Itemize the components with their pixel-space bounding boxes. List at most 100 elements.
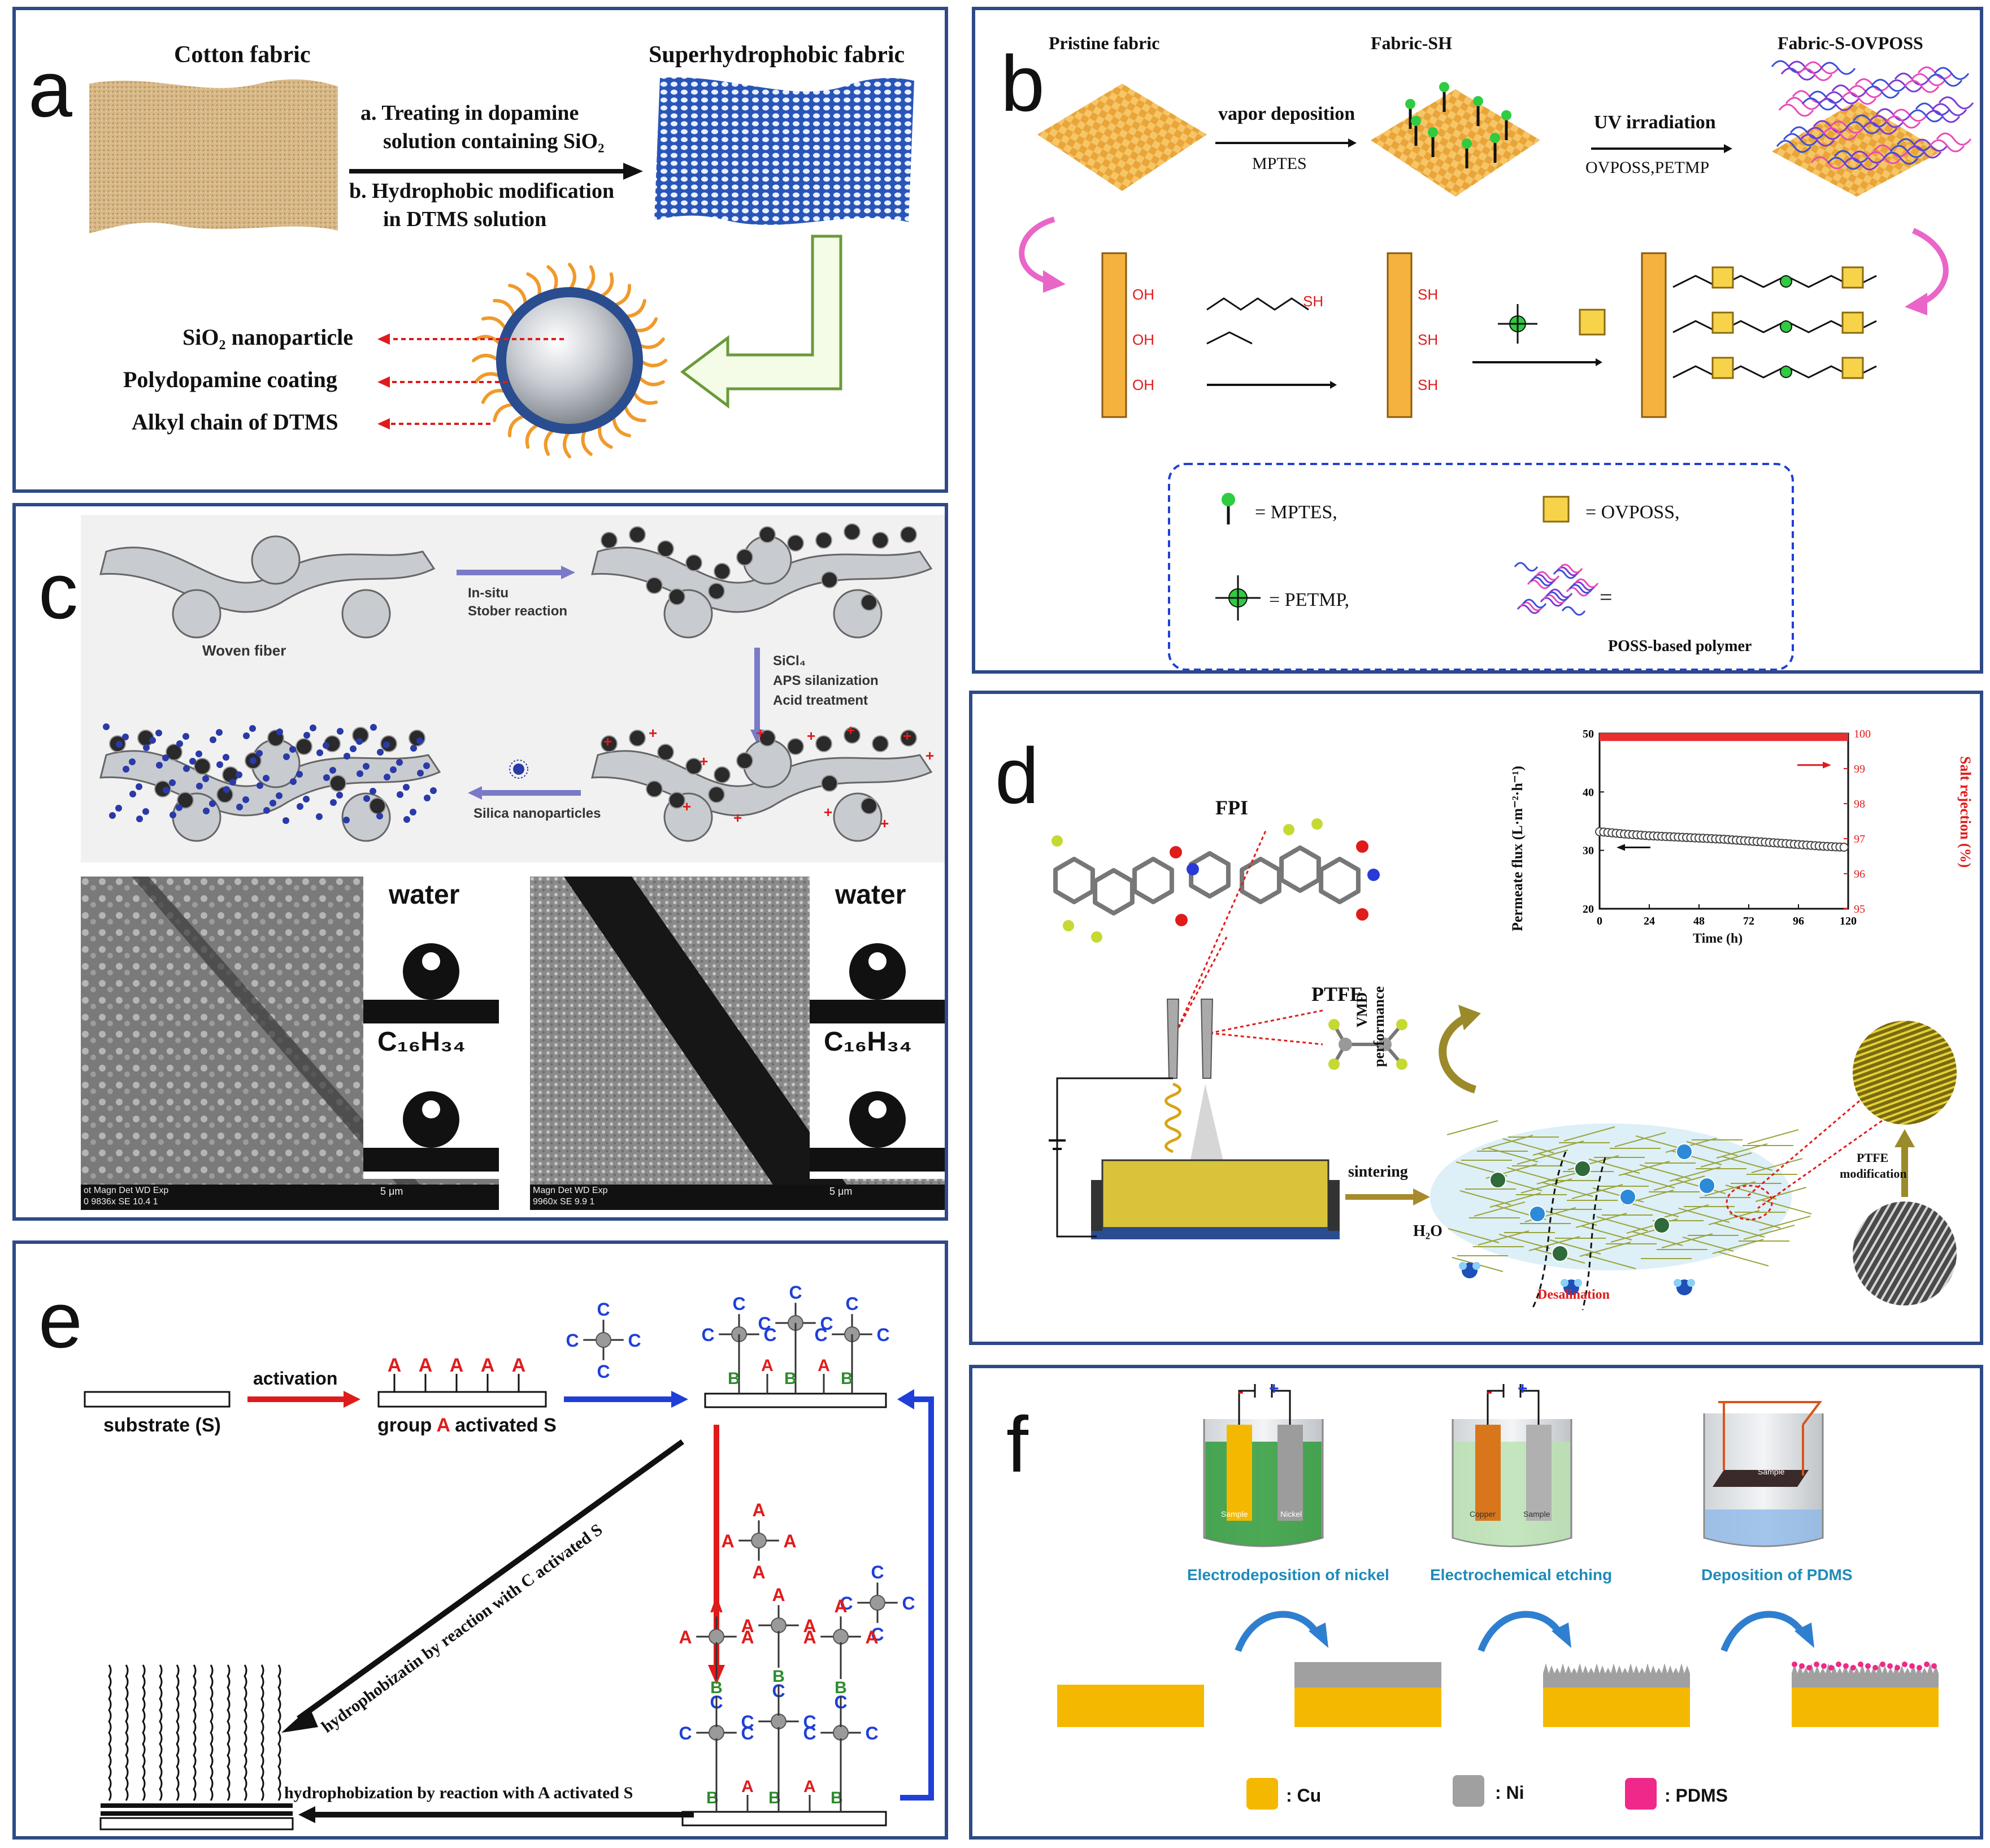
water-label-left: water xyxy=(389,880,460,910)
substrate-label: substrate (S) xyxy=(103,1415,221,1436)
panel-b-label: b xyxy=(1001,39,1045,128)
svg-text:+: + xyxy=(846,722,855,739)
fpi-molecule xyxy=(1052,818,1380,943)
svg-text:A: A xyxy=(752,1562,765,1582)
cotton-fabric-label: Cotton fabric xyxy=(174,42,311,68)
y-right-tick-label: 97 xyxy=(1854,833,1865,845)
legend-box xyxy=(1168,463,1794,670)
electrospinning-setup xyxy=(1049,829,1340,1239)
sem-info-right-2: 9960x SE 9.9 1 xyxy=(533,1197,595,1207)
group-a-label: group A activated S xyxy=(377,1415,557,1437)
oh-2: OH xyxy=(1132,331,1154,348)
svg-text:A: A xyxy=(803,1627,816,1647)
sh-2: SH xyxy=(1418,331,1439,348)
svg-text:A: A xyxy=(865,1627,878,1647)
contact-angle-insets-right xyxy=(810,877,945,1179)
y-tick-label: 40 xyxy=(1583,786,1594,799)
svg-text:B: B xyxy=(772,1667,785,1686)
legend-mptes: = MPTES, xyxy=(1255,502,1337,523)
woven-fiber-label: Woven fiber xyxy=(202,642,286,659)
legend-ni-swatch xyxy=(1453,1775,1484,1807)
minus-2: - xyxy=(1487,1382,1492,1401)
svg-text:A: A xyxy=(741,1627,754,1647)
svg-text:C: C xyxy=(876,1325,889,1345)
ptfe-label: PTFE xyxy=(1311,983,1364,1005)
curved-arrows-f xyxy=(1235,1611,1814,1652)
svg-text:A: A xyxy=(834,1596,847,1616)
process-arrow xyxy=(349,163,643,180)
polydopamine-label: Polydopamine coating xyxy=(123,367,337,392)
aps-label: APS silanization xyxy=(773,673,879,688)
svg-text:A: A xyxy=(818,1356,830,1375)
svg-text:B: B xyxy=(728,1369,740,1388)
svg-text:A: A xyxy=(741,1616,754,1636)
step2-label: Electrochemical etching xyxy=(1430,1566,1613,1584)
svg-text:A: A xyxy=(783,1531,796,1551)
svg-text:C: C xyxy=(820,1313,833,1334)
svg-text:C: C xyxy=(679,1723,692,1743)
svg-text:C: C xyxy=(741,1712,754,1732)
x-tick-label: 0 xyxy=(1597,915,1602,927)
panel-c-label: c xyxy=(38,546,78,635)
panel-e-label: e xyxy=(38,1276,82,1364)
vapor-deposition-label: vapor deposition xyxy=(1218,103,1355,124)
y-right-tick-label: 98 xyxy=(1854,798,1865,810)
a-5: A xyxy=(512,1355,526,1376)
svg-text:C: C xyxy=(566,1330,579,1351)
panel-b: b Pristine fabric Fabric-SH Fabric-S-OVP… xyxy=(972,7,1983,674)
svg-text:C: C xyxy=(597,1299,610,1320)
y-right-tick-label: 100 xyxy=(1854,728,1871,740)
svg-text:A: A xyxy=(803,1777,816,1796)
svg-text:C: C xyxy=(871,1562,884,1582)
x-tick-label: 72 xyxy=(1743,915,1754,927)
fabric-sh-image xyxy=(1371,82,1540,197)
hexadecane-label-right: C₁₆H₃₄ xyxy=(824,1027,913,1057)
sem-info-right: Magn Det WD Exp xyxy=(533,1186,608,1195)
svg-text:A: A xyxy=(752,1500,765,1520)
svg-text:B: B xyxy=(706,1789,719,1807)
chart-xlabel: Time (h) xyxy=(1693,931,1743,946)
legend-eq: = xyxy=(1600,584,1613,610)
beaker-pdms xyxy=(1703,1401,1824,1547)
silica-label: Silica nanoparticles xyxy=(473,806,601,821)
y-right-tick-label: 99 xyxy=(1854,763,1865,775)
y-tick-label: 20 xyxy=(1583,903,1594,916)
svg-text:C: C xyxy=(763,1325,776,1345)
sicl4-label: SiCl₄ xyxy=(773,653,806,669)
poss-polymer-label: POSS-based polymer xyxy=(1608,637,1752,655)
panel-d: d FPI PTFE sintering VMD performance xyxy=(969,691,1983,1345)
panel-f-label: f xyxy=(1006,1400,1028,1489)
cotton-fabric-image xyxy=(89,79,338,233)
svg-text:+: + xyxy=(926,747,934,764)
svg-text:B: B xyxy=(710,1678,723,1697)
x-tick-label: 48 xyxy=(1693,915,1705,927)
desalination-membrane xyxy=(1430,1120,1812,1311)
fabric-poss-block xyxy=(1641,252,1667,418)
step1-label: Electrodeposition of nickel xyxy=(1187,1566,1389,1584)
legend-cu-swatch xyxy=(1246,1778,1278,1810)
svg-text:+: + xyxy=(649,725,657,741)
rejection-axis-arrowhead xyxy=(1823,761,1831,769)
step3-label: Deposition of PDMS xyxy=(1701,1566,1853,1584)
oh-3: OH xyxy=(1132,376,1154,393)
minus-1: - xyxy=(1238,1382,1244,1401)
svg-text:C: C xyxy=(732,1294,745,1314)
svg-text:+: + xyxy=(880,815,889,832)
svg-text:C: C xyxy=(865,1723,878,1743)
svg-text:+: + xyxy=(756,725,764,741)
ovposs-cube-icon xyxy=(1543,496,1570,523)
petmp-ovposs-reagents xyxy=(1498,304,1606,344)
pristine-fabric-label: Pristine fabric xyxy=(1049,33,1160,53)
woven-fiber-particles xyxy=(591,523,933,639)
svg-text:C: C xyxy=(741,1723,754,1743)
svg-text:A: A xyxy=(772,1585,785,1605)
svg-text:C: C xyxy=(902,1593,915,1613)
arrow-activation xyxy=(247,1391,360,1408)
sample-label-2: Sample xyxy=(1523,1509,1550,1519)
svg-text:+: + xyxy=(699,753,708,770)
svg-text:C: C xyxy=(701,1325,714,1345)
